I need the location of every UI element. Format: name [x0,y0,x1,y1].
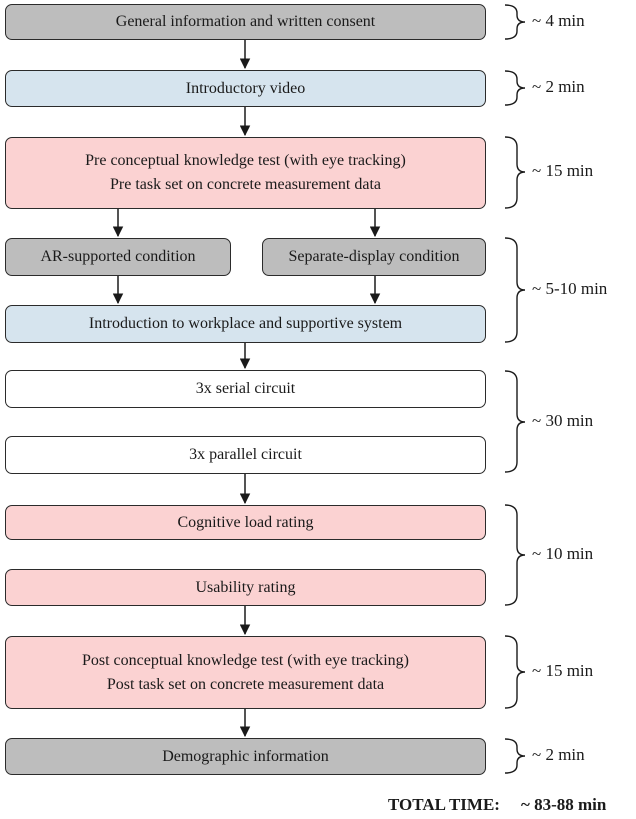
parallel-circuit-label: 3x parallel circuit [189,446,302,463]
step-post-test: Post conceptual knowledge test (with eye… [5,636,486,709]
step-separate-display-condition: Separate-display condition [262,238,486,276]
brace-ratings [504,504,526,606]
step-demographic-information: Demographic information [5,738,486,775]
demographic-label: Demographic information [162,747,329,765]
cognitive-load-label: Cognitive load rating [177,513,314,531]
total-time-value: ~ 83-88 min [521,795,607,814]
duration-posttest: ~ 15 min [532,661,594,680]
usability-label: Usability rating [195,578,296,596]
duration-video: ~ 2 min [532,77,585,96]
brace-video [504,70,526,106]
duration-conditions: ~ 5-10 min [532,279,608,298]
brace-circuits [504,370,526,473]
posttest-line-1: Post conceptual knowledge test (with eye… [81,651,409,669]
duration-demographic: ~ 2 min [532,745,585,764]
intro-workplace-label: Introduction to workplace and supportive… [88,315,403,332]
pretest-line-1: Pre conceptual knowledge test (with eye … [85,152,406,169]
step-intro-workplace: Introduction to workplace and supportive… [5,305,486,343]
ar-condition-label: AR-supported condition [40,248,196,265]
step-consent-label: General information and written consent [115,13,376,30]
brace-consent [504,4,526,40]
duration-consent: ~ 4 min [532,11,585,30]
step-usability-rating: Usability rating [5,569,486,606]
step-video-label: Introductory video [185,79,306,97]
step-cognitive-load-rating: Cognitive load rating [5,505,486,540]
brace-posttest [504,635,526,709]
serial-circuit-label: 3x serial circuit [195,380,296,397]
step-consent: General information and written consent [5,4,486,40]
brace-demographic [504,738,526,774]
step-pre-test: Pre conceptual knowledge test (with eye … [5,137,486,209]
brace-pretest [504,136,526,209]
duration-pretest: ~ 15 min [532,161,594,180]
duration-circuits: ~ 30 min [532,411,594,430]
step-ar-condition: AR-supported condition [5,238,231,276]
step-serial-circuit: 3x serial circuit [5,370,486,408]
step-introductory-video: Introductory video [5,70,486,107]
pretest-line-2: Pre task set on concrete measurement dat… [110,176,381,193]
brace-conditions [504,237,526,343]
posttest-line-2: Post task set on concrete measurement da… [106,675,385,693]
total-time-label: TOTAL TIME: [388,795,500,814]
step-parallel-circuit: 3x parallel circuit [5,436,486,474]
separate-condition-label: Separate-display condition [288,248,460,265]
duration-ratings: ~ 10 min [532,544,594,563]
